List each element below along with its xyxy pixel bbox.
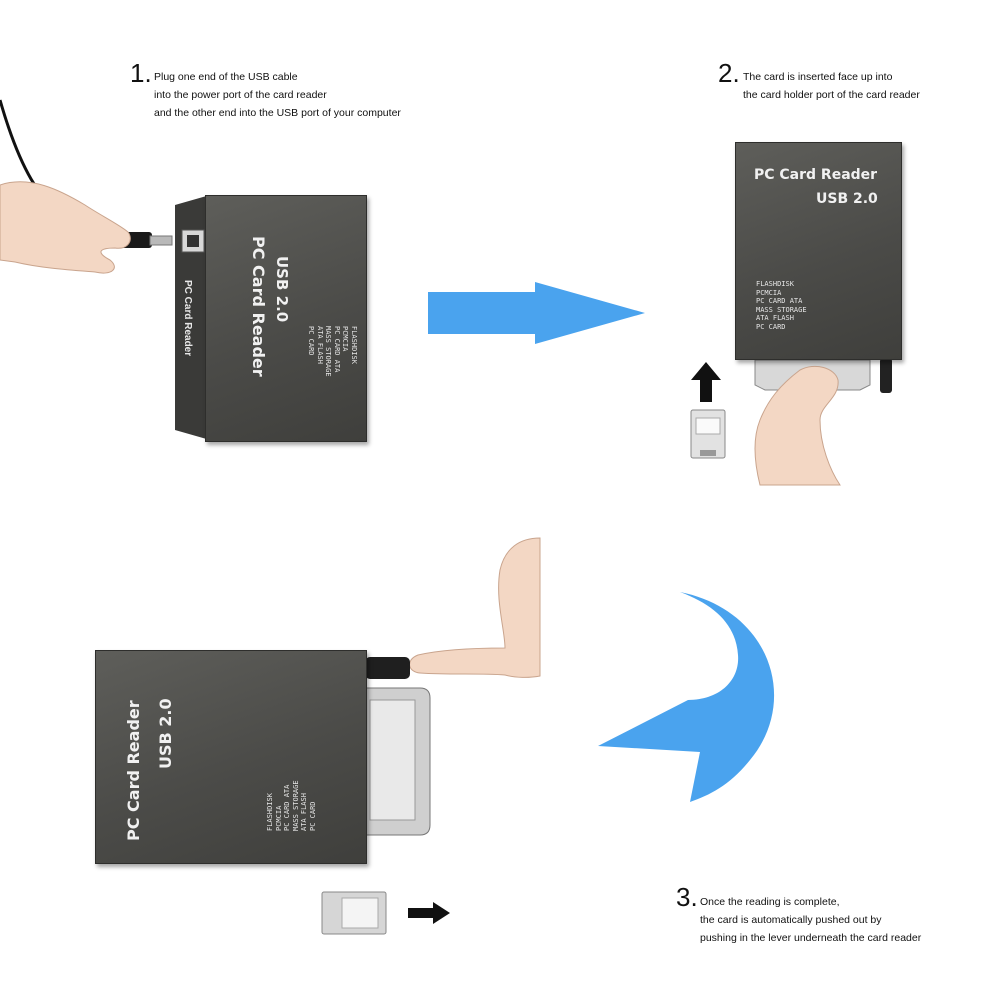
spec-item: PC CARD — [756, 322, 786, 331]
step-1-line-3: and the other end into the USB port of y… — [154, 107, 401, 119]
spec-item: PCMCIA — [274, 805, 283, 831]
hand-icon-step2 — [754, 365, 841, 486]
step-3-line-3: pushing in the lever underneath the card… — [700, 932, 922, 944]
spec-item: PC CARD ATA — [283, 784, 291, 831]
step-3-line-1: Once the reading is complete, — [700, 896, 840, 908]
reader-side-panel — [175, 195, 210, 440]
spec-item: MASS STORAGE — [324, 326, 333, 377]
device-spec-list: FLASHDISK PCMCIA PC CARD ATA MASS STORAG… — [756, 280, 807, 331]
spec-item: MASS STORAGE — [291, 780, 300, 831]
device-subtitle: USB 2.0 — [816, 191, 878, 207]
step-3-number: 3. — [676, 882, 698, 912]
card-reader-step3: PC Card Reader USB 2.0 FLASHDISK PCMCIA … — [95, 650, 367, 864]
spec-item: FLASHDISK — [350, 326, 358, 364]
device-subtitle: USB 2.0 — [156, 698, 175, 769]
curved-arrow-icon — [598, 592, 775, 802]
pc-card-bottom-icon — [321, 891, 387, 935]
step-number: 2 — [718, 58, 733, 88]
spec-item: FLASHDISK — [266, 793, 274, 831]
pc-card-small-icon — [690, 409, 726, 459]
device-title: PC Card Reader — [249, 236, 268, 377]
spec-item: PC CARD ATA — [756, 297, 803, 305]
device-spec-list: FLASHDISK PCMCIA PC CARD ATA MASS STORAG… — [307, 326, 359, 377]
step-1-number: 1. — [130, 58, 152, 88]
step-number: 3 — [676, 882, 691, 912]
up-arrow-icon — [691, 362, 721, 402]
spec-item: PC CARD — [308, 801, 317, 831]
spec-item: PC CARD ATA — [333, 326, 341, 373]
device-title: PC Card Reader — [754, 167, 878, 183]
spec-item: MASS STORAGE — [756, 305, 807, 314]
step-number: 1 — [130, 58, 145, 88]
right-arrow-icon — [428, 282, 645, 344]
step-2-line-1: The card is inserted face up into — [743, 71, 893, 83]
device-side-label: PC Card Reader — [182, 280, 193, 357]
spec-item: PC CARD — [307, 326, 316, 356]
step-2-number: 2. — [718, 58, 740, 88]
spec-item: ATA FLASH — [756, 314, 794, 322]
step-3-line-2: the card is automatically pushed out by — [700, 914, 882, 926]
spec-item: FLASHDISK — [756, 280, 794, 288]
spec-item: ATA FLASH — [300, 793, 308, 831]
spec-item: PCMCIA — [341, 326, 350, 352]
device-subtitle: USB 2.0 — [273, 256, 291, 323]
spec-item: ATA FLASH — [316, 326, 324, 364]
usb-port-inner — [187, 235, 199, 247]
hand-icon-step3 — [409, 537, 541, 678]
spec-item: PCMCIA — [756, 288, 782, 297]
device-title: PC Card Reader — [124, 700, 143, 841]
step-1-line-1: Plug one end of the USB cable — [154, 71, 298, 83]
step-1-line-2: into the power port of the card reader — [154, 89, 327, 101]
device-spec-list: FLASHDISK PCMCIA PC CARD ATA MASS STORAG… — [266, 780, 317, 831]
lever-button-icon — [365, 657, 410, 679]
hand-icon — [0, 181, 131, 274]
step-2-line-2: the card holder port of the card reader — [743, 89, 920, 101]
small-right-arrow-icon — [408, 902, 450, 924]
card-reader-step2: PC Card Reader USB 2.0 FLASHDISK PCMCIA … — [735, 142, 902, 360]
card-reader-step1: PC Card Reader USB 2.0 FLASHDISK PCMCIA … — [205, 195, 367, 442]
